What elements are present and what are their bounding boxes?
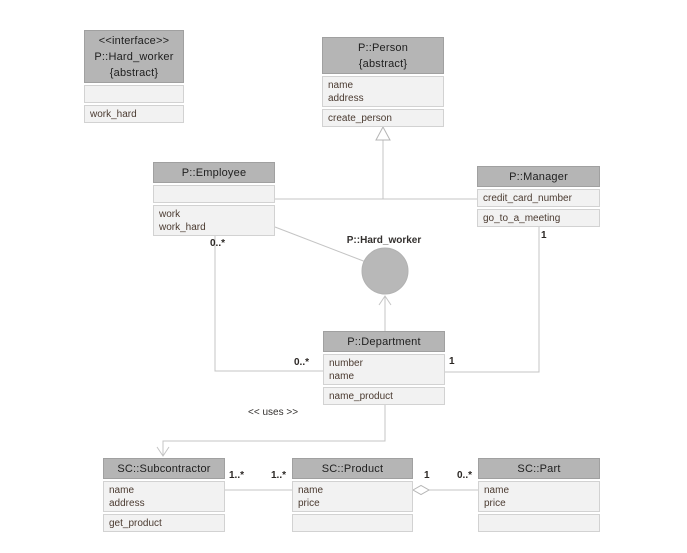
class-name: P::Department <box>347 336 421 348</box>
class-header: SC::Product <box>292 458 413 479</box>
method-item: create_person <box>328 113 392 124</box>
attributes-compartment <box>153 185 275 203</box>
attributes-compartment: name address <box>322 76 444 107</box>
association-manager-department[interactable] <box>445 227 540 373</box>
methods-compartment: get_product <box>103 514 225 532</box>
class-part[interactable]: SC::Part name price <box>478 458 600 532</box>
methods-compartment: create_person <box>322 109 444 127</box>
attribute-item: name <box>328 80 354 91</box>
class-modifier: {abstract} <box>358 58 408 70</box>
class-header: P::Manager <box>477 166 600 187</box>
multiplicity-product-left-end: 1..* <box>271 470 287 481</box>
realization-employee-to-hardworker-ball[interactable] <box>274 226 367 263</box>
dependency-department-to-hardworker-ball[interactable] <box>378 295 392 331</box>
class-name: P::Person <box>357 42 409 54</box>
association-employee-department[interactable] <box>214 236 323 372</box>
method-item: work_hard <box>90 109 137 120</box>
uses-dependency-label: << uses >> <box>248 407 299 418</box>
class-name: SC::Part <box>517 463 561 475</box>
attribute-item: price <box>484 498 506 509</box>
ball-interface-label: P::Hard_worker <box>346 235 422 246</box>
methods-compartment: go_to_a_meeting <box>477 209 600 227</box>
aggregation-product-part[interactable] <box>411 484 478 496</box>
attributes-compartment <box>84 85 184 103</box>
class-product[interactable]: SC::Product name price <box>292 458 413 532</box>
aggregation-diamond <box>411 484 431 496</box>
class-name: SC::Product <box>321 463 384 475</box>
class-name: P::Hard_worker <box>94 51 174 63</box>
class-stereotype: <<interface>> <box>98 35 170 47</box>
attribute-item: address <box>328 93 364 104</box>
class-name: P::Employee <box>181 167 247 179</box>
multiplicity-product-right-end: 1 <box>424 470 430 481</box>
generalization-triangle-arrowhead <box>375 125 391 141</box>
method-item: name_product <box>329 391 393 402</box>
attributes-compartment: name address <box>103 481 225 512</box>
multiplicity-manager-end: 1 <box>541 230 547 241</box>
class-person[interactable]: P::Person {abstract} name address create… <box>322 37 444 127</box>
attribute-item: name <box>484 485 510 496</box>
hardworker-interface-ball[interactable] <box>361 247 409 295</box>
uses-dependency-department-to-subcontractor[interactable] <box>156 405 386 457</box>
attribute-item: credit_card_number <box>483 193 572 204</box>
class-header: <<interface>> P::Hard_worker {abstract} <box>84 30 184 83</box>
methods-compartment <box>292 514 413 532</box>
class-manager[interactable]: P::Manager credit_card_number go_to_a_me… <box>477 166 600 227</box>
class-header: P::Person {abstract} <box>322 37 444 74</box>
methods-compartment: work work_hard <box>153 205 275 236</box>
attributes-compartment: number name <box>323 354 445 385</box>
class-name: SC::Subcontractor <box>117 463 211 475</box>
class-name: P::Manager <box>509 171 568 183</box>
class-employee[interactable]: P::Employee work work_hard <box>153 162 275 236</box>
class-hard-worker-interface[interactable]: <<interface>> P::Hard_worker {abstract} … <box>84 30 184 123</box>
method-item: work_hard <box>159 222 206 233</box>
class-header: SC::Subcontractor <box>103 458 225 479</box>
method-item: go_to_a_meeting <box>483 213 561 224</box>
multiplicity-employee-end: 0..* <box>210 238 226 249</box>
generalization-employee-manager-to-person[interactable] <box>275 125 477 200</box>
attribute-item: name <box>298 485 324 496</box>
attribute-item: address <box>109 498 145 509</box>
methods-compartment <box>478 514 600 532</box>
attributes-compartment: name price <box>292 481 413 512</box>
class-header: SC::Part <box>478 458 600 479</box>
class-department[interactable]: P::Department number name name_product <box>323 331 445 405</box>
class-header: P::Department <box>323 331 445 352</box>
multiplicity-department-left-end: 0..* <box>294 357 310 368</box>
multiplicity-subcontractor-end: 1..* <box>229 470 245 481</box>
attributes-compartment: credit_card_number <box>477 189 600 207</box>
open-arrowhead-down <box>156 446 170 457</box>
attribute-item: price <box>298 498 320 509</box>
attributes-compartment: name price <box>478 481 600 512</box>
attribute-item: number <box>329 358 363 369</box>
method-item: get_product <box>109 518 162 529</box>
open-arrowhead-up <box>378 295 392 306</box>
attribute-item: name <box>329 371 355 382</box>
multiplicity-department-right-end: 1 <box>449 356 455 367</box>
class-header: P::Employee <box>153 162 275 183</box>
methods-compartment: work_hard <box>84 105 184 123</box>
method-item: work <box>159 209 181 220</box>
multiplicity-part-end: 0..* <box>457 470 473 481</box>
class-subcontractor[interactable]: SC::Subcontractor name address get_produ… <box>103 458 225 532</box>
class-modifier: {abstract} <box>109 67 159 79</box>
methods-compartment: name_product <box>323 387 445 405</box>
attribute-item: name <box>109 485 135 496</box>
